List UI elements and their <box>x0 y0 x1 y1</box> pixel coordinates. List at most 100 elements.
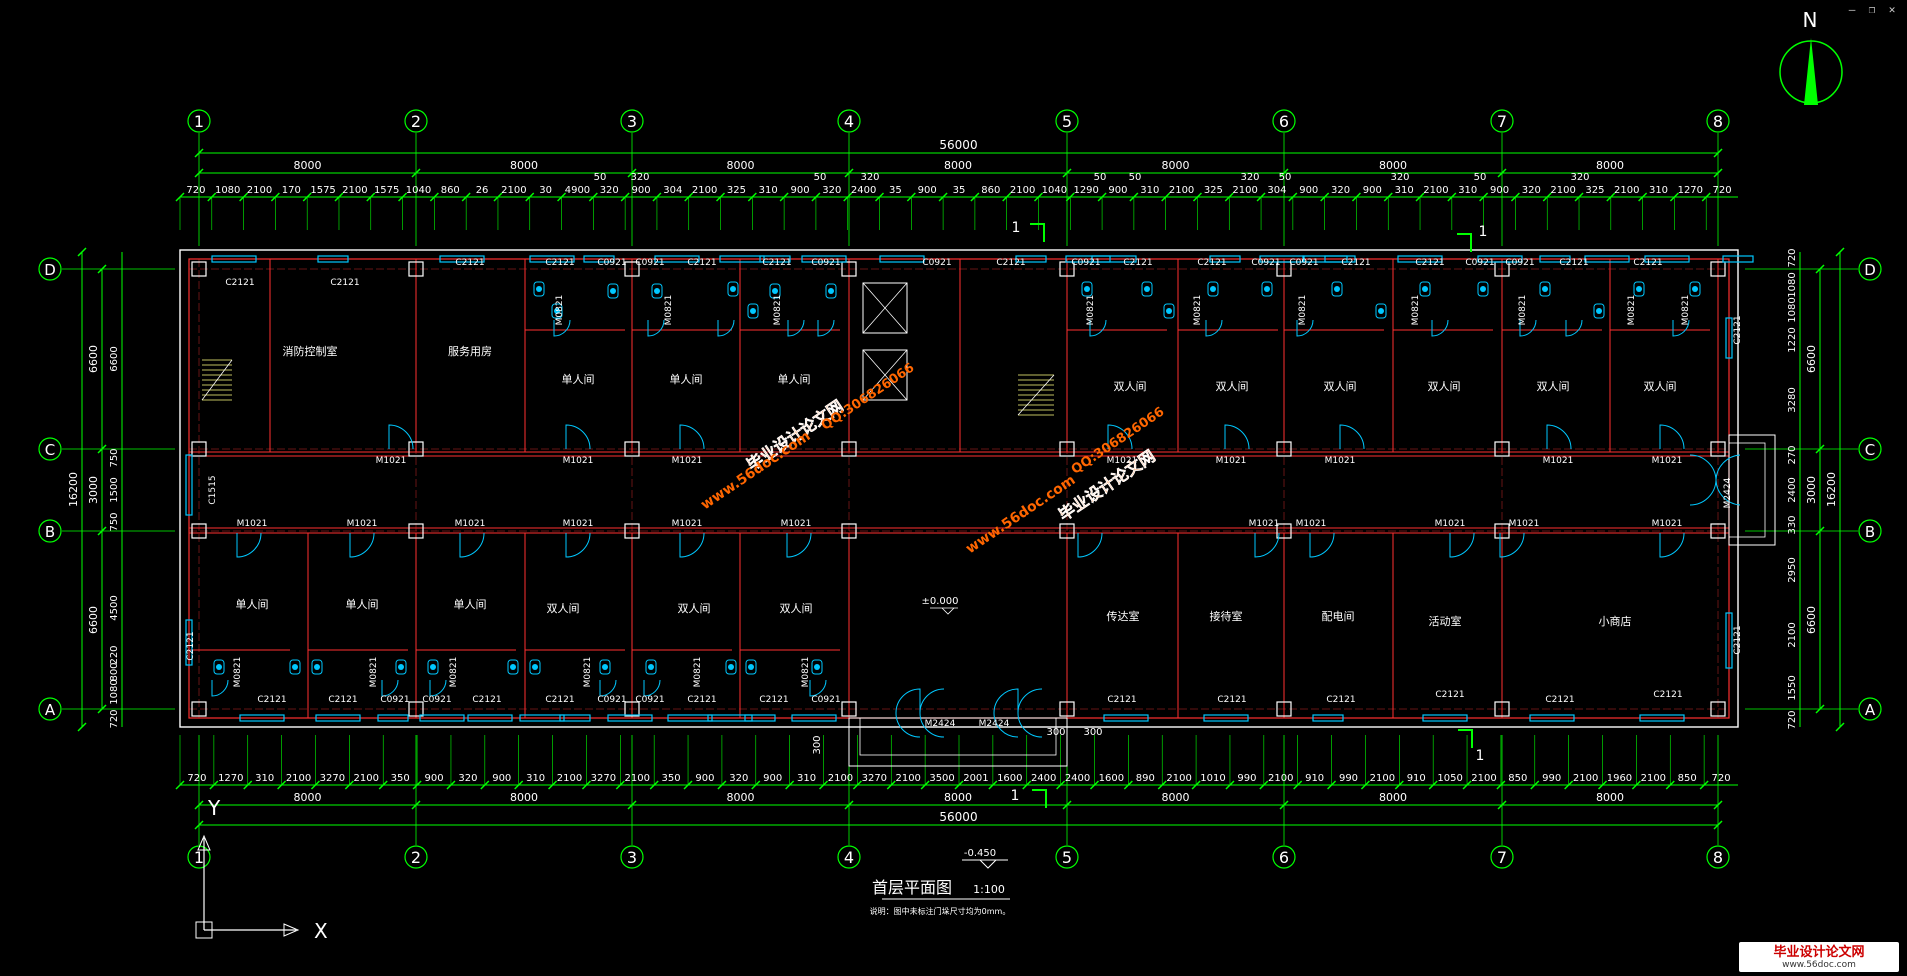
dim-right-inner: 720 <box>1787 248 1798 267</box>
grid-bubble <box>38 519 62 543</box>
dimension-tick <box>627 168 637 178</box>
grid-label: 5 <box>1062 112 1072 131</box>
toilet-icon <box>1477 281 1489 297</box>
room-label: 双人间 <box>1428 380 1461 393</box>
toilet-icon <box>607 283 619 299</box>
window-tag: C2121 <box>1415 258 1444 268</box>
door-tag: M1021 <box>1249 519 1280 529</box>
dimension-tick <box>411 168 421 178</box>
logo-line-2: www.56doc.com <box>1782 959 1856 970</box>
door-tag: M1021 <box>455 519 486 529</box>
bath-door <box>817 319 835 337</box>
dim-detail-bottom: 350 <box>391 773 410 784</box>
dim-overall-bottom: 56000 <box>939 810 977 824</box>
grid-bubble <box>38 257 62 281</box>
window-tag: C2121 <box>687 695 716 705</box>
room-label: 双人间 <box>1537 380 1570 393</box>
door-swing <box>349 532 375 558</box>
room-label: 传达室 <box>1107 609 1140 623</box>
close-icon[interactable]: ✕ <box>1888 3 1896 16</box>
dim-bay: 8000 <box>727 159 755 172</box>
elevation-marker <box>930 607 958 615</box>
dim-detail-top: 325 <box>1585 185 1604 196</box>
dim-bay: 8000 <box>1379 791 1407 804</box>
dim-detail-top: 320 <box>1522 185 1541 196</box>
dim-right-mid: 6600 <box>1805 345 1818 373</box>
window-tag: C2121 <box>328 695 357 705</box>
door-tag: M1021 <box>376 456 407 466</box>
window <box>1422 714 1468 722</box>
door-swing <box>679 532 705 558</box>
dim-detail-top: 310 <box>1458 185 1477 196</box>
grid-bubble <box>1490 845 1514 869</box>
grid-bubble <box>1272 845 1296 869</box>
dim-detail-top: 304 <box>1267 185 1286 196</box>
window-tag: C2121 <box>330 278 359 288</box>
grid-label: 3 <box>627 848 637 867</box>
door-swing <box>1449 532 1475 558</box>
dimension-tick <box>77 247 87 257</box>
dim-detail-top: 35 <box>953 185 966 196</box>
window <box>583 255 615 263</box>
dim-detail-bottom: 1050 <box>1437 773 1462 784</box>
door-swing <box>1254 532 1280 558</box>
door-tag: M0821 <box>801 657 811 688</box>
dim-left-inner: 800 <box>109 662 120 681</box>
dim-small-top: 50 <box>594 172 607 183</box>
toilet-icon <box>1163 303 1175 319</box>
grid-bubble <box>404 109 428 133</box>
room-label: 单人间 <box>454 598 487 611</box>
entrance-platform <box>859 717 1057 756</box>
site-logo: 毕业设计论文网 www.56doc.com <box>1739 942 1899 972</box>
section-mark: 1 <box>1458 729 1484 764</box>
door-swing <box>565 424 591 450</box>
window-tag: C0921 <box>811 258 840 268</box>
dim-left-inner: 1080 <box>109 679 120 704</box>
door-tag: M0821 <box>1681 295 1691 326</box>
window-tag: C0921 <box>422 695 451 705</box>
toilet-icon <box>1331 281 1343 297</box>
window <box>1397 255 1443 263</box>
dim-detail-top: 1080 <box>215 185 240 196</box>
grid-label: 2 <box>411 848 421 867</box>
window <box>1584 255 1630 263</box>
dim-detail-bottom: 2400 <box>1065 773 1090 784</box>
grid-bubble <box>1055 845 1079 869</box>
dim-detail-top: 35 <box>889 185 902 196</box>
structural-column <box>624 441 640 457</box>
dim-detail-bottom: 1600 <box>997 773 1022 784</box>
structural-column <box>1059 441 1075 457</box>
dim-left-inner: 4500 <box>109 595 120 620</box>
dim-right-inner: 1080 <box>1787 297 1798 322</box>
window <box>1209 255 1241 263</box>
structural-column <box>191 441 207 457</box>
window <box>239 714 285 722</box>
window-tag: C2121 <box>257 695 286 705</box>
bath-door <box>211 679 229 697</box>
dim-bay: 8000 <box>944 791 972 804</box>
minimize-icon[interactable]: – <box>1848 3 1856 16</box>
window-tag: C2121 <box>996 258 1025 268</box>
section-mark: 1 <box>1457 224 1487 252</box>
grid-bubble <box>187 109 211 133</box>
dim-small-top: 320 <box>860 172 879 183</box>
window-tag: C2121 <box>1435 690 1464 700</box>
dim-detail-bottom: 1010 <box>1200 773 1225 784</box>
window <box>519 714 565 722</box>
door-tag: M1021 <box>1543 456 1574 466</box>
window <box>801 255 847 263</box>
dim-detail-bottom: 900 <box>763 773 782 784</box>
dim-right-mid: 6600 <box>1805 606 1818 634</box>
toilet-icon <box>1081 281 1093 297</box>
dim-detail-bottom: 2100 <box>1370 773 1395 784</box>
dim-bottom-extra: 300 <box>812 735 823 754</box>
dim-left-inner: 220 <box>109 645 120 664</box>
restore-icon[interactable]: ❐ <box>1868 3 1876 16</box>
structural-column <box>408 523 424 539</box>
door-tag: M1021 <box>1216 456 1247 466</box>
dim-small-top: 50 <box>1279 172 1292 183</box>
door-tag: M0821 <box>555 295 565 326</box>
grid-bubble <box>38 437 62 461</box>
door-swing <box>1107 424 1133 450</box>
